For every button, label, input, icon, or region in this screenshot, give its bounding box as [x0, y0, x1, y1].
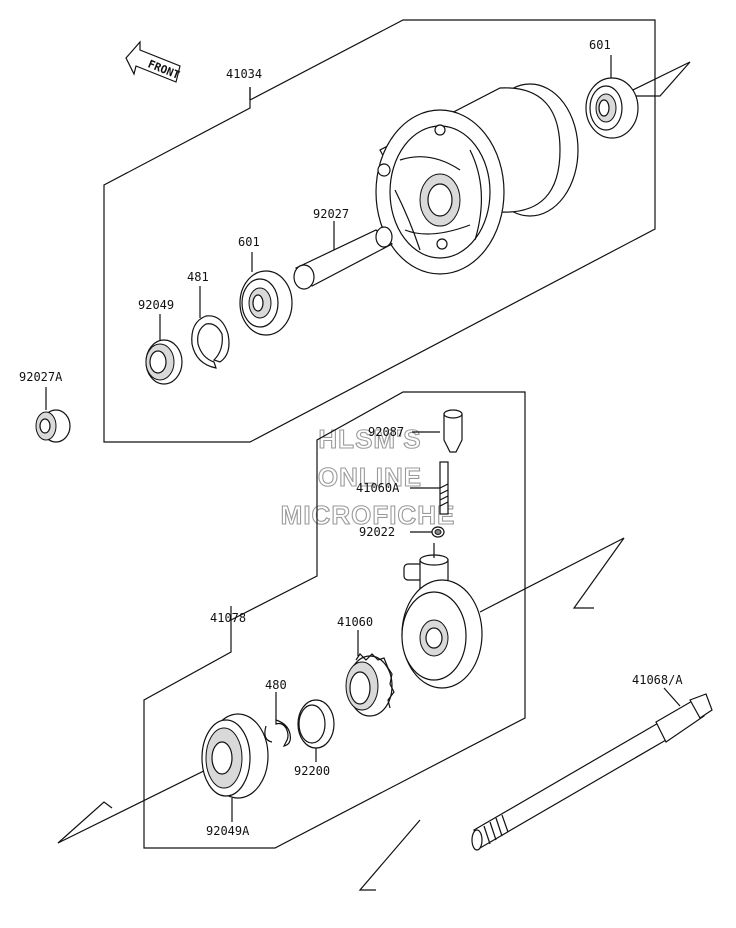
bearing-601-left — [239, 270, 293, 336]
label-601-left: 601 — [238, 235, 260, 249]
label-480: 480 — [265, 678, 287, 692]
gear-housing-41078 — [401, 554, 483, 689]
label-92027a: 92027A — [19, 370, 63, 384]
front-hub — [375, 83, 579, 275]
seal-92049a — [201, 713, 269, 799]
seal-92049 — [145, 339, 183, 385]
cable-fitting-92087 — [443, 409, 463, 453]
washer-92022 — [431, 526, 445, 538]
axle-line-tail — [358, 819, 421, 891]
label-92200: 92200 — [294, 764, 330, 778]
circlip-481 — [191, 315, 230, 369]
label-41068a: 41068/A — [632, 673, 683, 687]
label-601-right: 601 — [589, 38, 611, 52]
bearing-601-right — [585, 77, 639, 139]
part-labels: 41034 601 92027 601 481 92049 92027A 920… — [19, 38, 683, 838]
label-92027: 92027 — [313, 207, 349, 221]
label-92087: 92087 — [368, 425, 404, 439]
hub-assembly-bracket — [103, 19, 656, 443]
watermark-line-3: MICROFICHE — [281, 500, 456, 530]
leader-axle — [663, 687, 681, 707]
watermark-line-2: ONLINE — [318, 462, 422, 492]
label-92049: 92049 — [138, 298, 174, 312]
spacer-92027 — [293, 226, 394, 290]
front-arrow-icon: FRONT — [125, 40, 182, 83]
label-41034: 41034 — [226, 67, 262, 81]
label-92022: 92022 — [359, 525, 395, 539]
axle-41068a — [471, 693, 713, 851]
label-41078: 41078 — [210, 611, 246, 625]
lower-axle-line — [57, 537, 625, 844]
watermark-line-1: HLSM'S — [318, 424, 421, 454]
label-41060: 41060 — [337, 615, 373, 629]
gear-housing-bracket — [143, 391, 526, 849]
label-481: 481 — [187, 270, 209, 284]
label-92049a: 92049A — [206, 824, 250, 838]
pinion-41060a — [439, 461, 449, 515]
gear-41060 — [345, 653, 395, 717]
label-41060a: 41060A — [356, 481, 400, 495]
circlip-480 — [264, 719, 291, 747]
washer-92200 — [297, 699, 335, 749]
collar-92027a — [35, 409, 71, 443]
watermark: HLSM'S ONLINE MICROFICHE — [280, 423, 456, 530]
